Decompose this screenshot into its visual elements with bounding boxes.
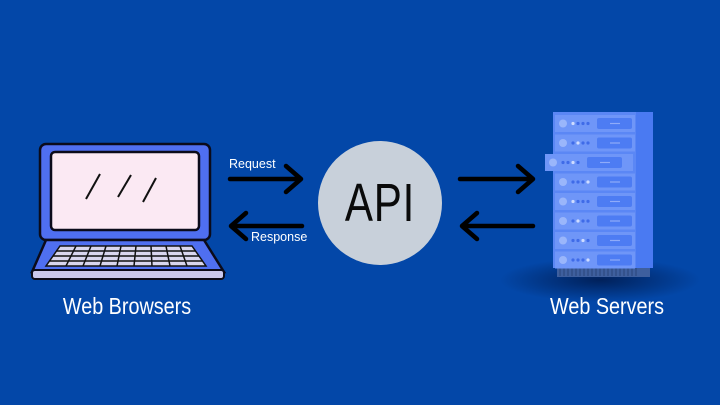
request-label: Request xyxy=(229,157,276,171)
status-dot xyxy=(576,199,580,204)
screen-glare-line xyxy=(117,174,132,198)
server-unit xyxy=(555,232,635,249)
server-label: Web Servers xyxy=(550,293,664,319)
server-power-icon xyxy=(559,178,567,186)
status-dot xyxy=(571,121,575,126)
status-dot xyxy=(576,238,580,243)
server-power-icon xyxy=(559,197,567,206)
server-power-icon xyxy=(549,158,557,167)
screen-glare-line xyxy=(142,177,157,203)
status-dot xyxy=(571,258,575,262)
server-unit xyxy=(555,173,635,191)
request-arrow-icon xyxy=(227,163,304,195)
laptop-screen xyxy=(49,150,201,232)
screen-glare-line xyxy=(85,173,101,200)
status-dot xyxy=(571,238,575,243)
server-unit xyxy=(555,115,635,132)
server-side-panel xyxy=(636,112,653,268)
server-unit xyxy=(555,193,635,210)
api-node: API xyxy=(318,141,442,265)
status-dot xyxy=(571,219,575,223)
status-dot xyxy=(581,180,585,184)
laptop-icon xyxy=(30,142,227,280)
status-dot xyxy=(571,180,575,184)
status-dot xyxy=(571,160,575,165)
status-dot xyxy=(581,141,585,145)
status-dot xyxy=(581,121,585,126)
status-dot xyxy=(586,141,590,145)
status-dot xyxy=(576,219,580,223)
server-power-icon xyxy=(559,139,567,147)
status-dot xyxy=(581,258,585,262)
api-label: API xyxy=(344,173,416,233)
status-dot xyxy=(576,160,580,165)
status-dot xyxy=(581,238,585,243)
status-dot xyxy=(561,160,565,165)
status-dot xyxy=(571,141,575,145)
laptop-base-front xyxy=(31,269,225,280)
keyboard-grid xyxy=(50,245,203,267)
server-unit xyxy=(555,134,635,152)
status-dot xyxy=(576,121,580,126)
status-dot xyxy=(581,199,585,204)
client-label: Web Browsers xyxy=(62,293,192,319)
status-dot xyxy=(586,238,590,243)
status-dot xyxy=(576,180,580,184)
server-vent-slots xyxy=(559,268,637,276)
server-power-icon xyxy=(559,236,567,245)
status-dot xyxy=(586,199,590,204)
status-dot xyxy=(586,121,590,126)
server-power-icon xyxy=(559,217,567,225)
server-unit xyxy=(555,212,635,230)
status-dot xyxy=(586,180,590,184)
status-dot xyxy=(586,258,590,262)
arrow-left-icon xyxy=(459,210,536,242)
arrow-right-icon xyxy=(457,163,536,195)
server-unit xyxy=(555,251,635,269)
server-power-icon xyxy=(559,256,567,264)
status-dot xyxy=(566,160,570,165)
response-arrow-icon xyxy=(228,210,305,242)
status-dot xyxy=(586,219,590,223)
status-dot xyxy=(576,258,580,262)
server-power-icon xyxy=(559,119,567,128)
status-dot xyxy=(581,219,585,223)
status-dot xyxy=(571,199,575,204)
response-label: Response xyxy=(251,230,308,244)
status-dot xyxy=(576,141,580,145)
server-unit xyxy=(545,154,633,171)
server-rack-icon xyxy=(500,112,700,302)
